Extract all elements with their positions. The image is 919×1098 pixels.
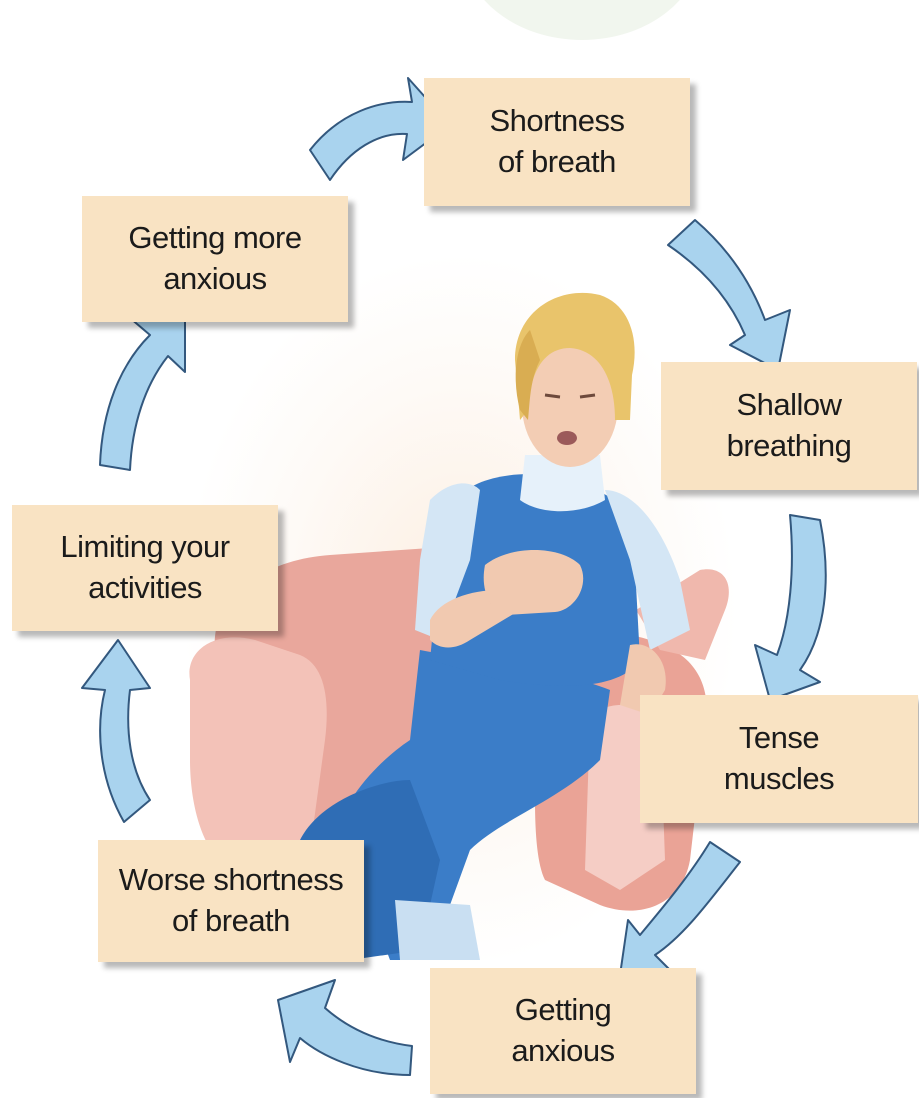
arrow-to-limiting-your-activities [82,640,150,822]
step-label: Limiting your activities [60,527,229,609]
arrow-to-getting-anxious [620,842,740,975]
step-shortness-of-breath: Shortness of breath [424,78,690,206]
step-worse-shortness-of-breath: Worse shortness of breath [98,840,364,962]
step-label: Tense muscles [724,718,834,800]
step-shallow-breathing: Shallow breathing [661,362,917,490]
step-label: Getting anxious [511,990,614,1072]
arrow-to-getting-more-anxious [100,312,185,470]
step-label: Worse shortness of breath [119,860,344,942]
arrow-to-worse-shortness-of-breath [278,980,412,1075]
arrow-to-shallow-breathing [668,220,790,370]
step-tense-muscles: Tense muscles [640,695,918,823]
arrow-to-tense-muscles [755,515,826,700]
step-getting-anxious: Getting anxious [430,968,696,1094]
step-label: Shortness of breath [489,101,624,183]
step-getting-more-anxious: Getting more anxious [82,196,348,322]
step-limiting-your-activities: Limiting your activities [12,505,278,631]
step-label: Shallow breathing [727,385,852,467]
step-label: Getting more anxious [128,218,301,300]
